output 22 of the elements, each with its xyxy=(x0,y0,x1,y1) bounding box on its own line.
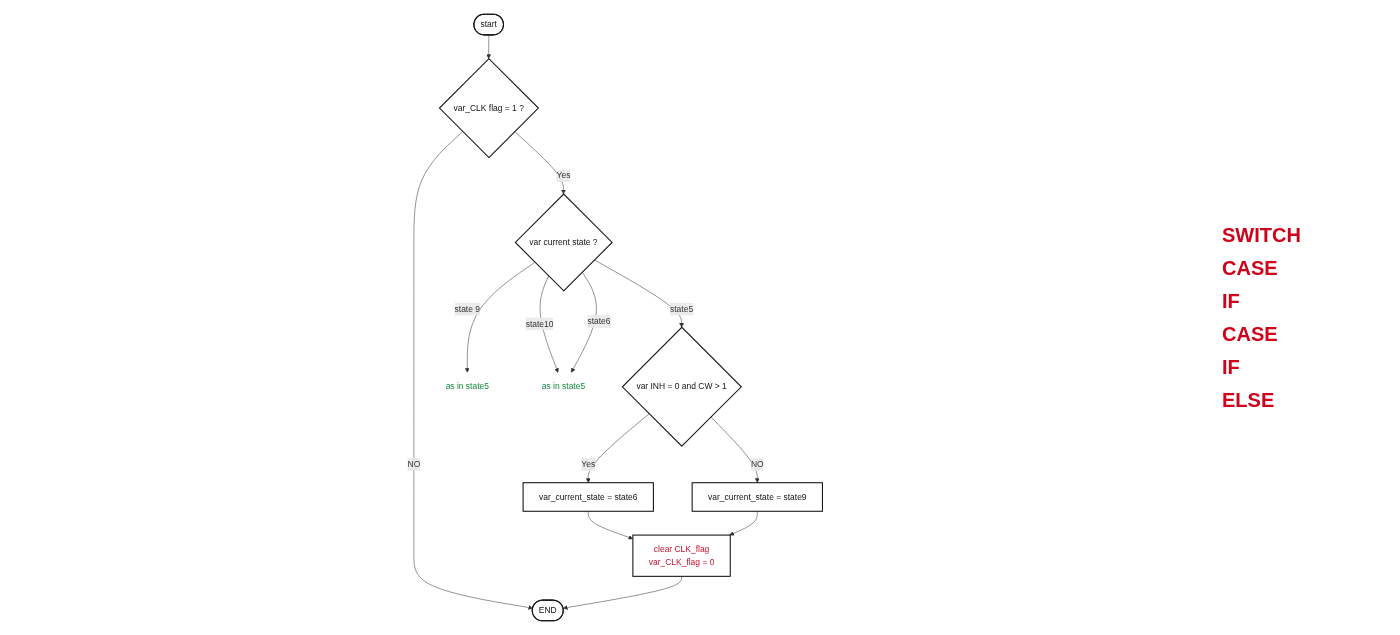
node-diamond: var_CLK flag = 1 ? xyxy=(438,57,540,159)
annotation-text: ELSE xyxy=(1222,388,1276,412)
edge-label: NO xyxy=(750,459,764,469)
node-box: var_current_state = state6 xyxy=(522,482,654,512)
edge-label: Yes xyxy=(556,171,571,181)
edge-label: state10 xyxy=(525,319,554,329)
node-diamond: var current state ? xyxy=(514,193,613,292)
node-box: var_current_state = state9 xyxy=(691,482,823,512)
annotation-text: CASE xyxy=(1222,256,1279,280)
annotation-text: IF xyxy=(1222,355,1241,379)
node-diamond: var INH = 0 and CW > 1 xyxy=(621,326,742,447)
node-text: as in state5 xyxy=(541,382,586,391)
node-box: clear CLK_flag var_CLK_flag = 0 xyxy=(632,534,731,577)
edge-label: Yes xyxy=(581,459,596,469)
edge-label: NO xyxy=(407,459,421,469)
annotation-text: CASE xyxy=(1222,322,1279,346)
edge-label: state6 xyxy=(587,316,611,326)
node-text: as in state5 xyxy=(445,382,489,391)
edge-label: state 9 xyxy=(454,304,480,314)
annotation-text: SWITCH xyxy=(1222,223,1302,247)
edge-label: state5 xyxy=(670,304,694,314)
annotation-text: IF xyxy=(1222,289,1241,313)
